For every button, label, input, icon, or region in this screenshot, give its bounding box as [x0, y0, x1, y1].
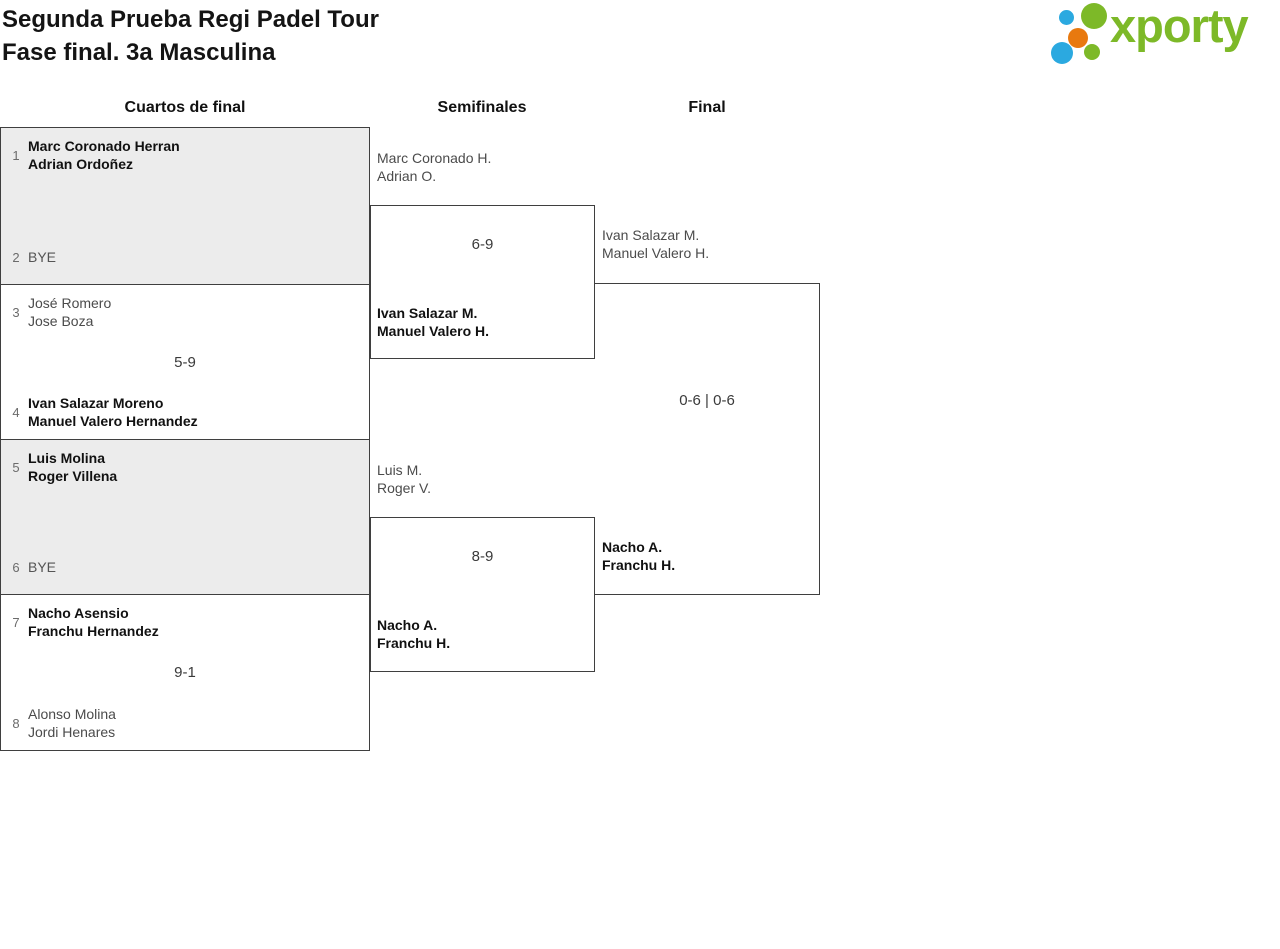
player-name: Nacho A. [602, 539, 663, 555]
team-players: Nacho A. Franchu H. [602, 538, 675, 574]
team-entry: 8 Alonso Molina Jordi Henares [9, 705, 361, 741]
player-name: Franchu Hernandez [28, 623, 159, 639]
player-name: Nacho A. [377, 617, 438, 633]
player-name: Marc Coronado Herran [28, 138, 180, 154]
player-name: Marc Coronado H. [377, 150, 492, 166]
logo-dot-icon [1051, 42, 1073, 64]
logo-wordmark: xporty [1110, 0, 1249, 52]
match-score [9, 173, 361, 239]
seed-number: 8 [12, 715, 20, 731]
team-players: Luis Molina Roger Villena [28, 449, 117, 485]
match-score: 0-6 | 0-6 [679, 392, 735, 409]
team-players: Luis M. Roger V. [377, 461, 431, 497]
player-name: Roger V. [377, 480, 431, 496]
team-entry: 2 BYE [9, 239, 361, 275]
match-final-box [594, 283, 820, 595]
team-players: Alonso Molina Jordi Henares [28, 705, 116, 741]
xporty-logo[interactable]: xporty [1048, 0, 1273, 68]
player-name: Adrian O. [377, 168, 437, 184]
player-name: Jose Boza [28, 313, 94, 329]
player-name: Roger Villena [28, 468, 118, 484]
seed-number: 7 [12, 614, 20, 630]
seed-number: 3 [12, 304, 20, 320]
match-score: 8-9 [471, 548, 494, 565]
team-players: Nacho Asensio Franchu Hernandez [28, 604, 159, 640]
team-players: Marc Coronado H. Adrian O. [377, 149, 491, 185]
player-name: Ivan Salazar Moreno [28, 395, 164, 411]
match-semifinal-1-box [370, 205, 595, 359]
match-score: 6-9 [471, 236, 494, 253]
team-entry: 1 Marc Coronado Herran Adrian Ordoñez [9, 137, 361, 173]
seed-number: 5 [12, 459, 20, 475]
round-header-final: Final [688, 99, 726, 116]
team-entry: 6 BYE [9, 549, 361, 585]
player-name: Adrian Ordoñez [28, 156, 134, 172]
player-name: Ivan Salazar M. [377, 305, 478, 321]
seed-number: 2 [12, 249, 20, 265]
seed-number: 6 [12, 559, 20, 575]
team-entry: 5 Luis Molina Roger Villena [9, 449, 361, 485]
player-name: Jordi Henares [28, 724, 116, 740]
match-score [9, 485, 361, 549]
player-name: Manuel Valero H. [602, 245, 710, 261]
bye-label: BYE [28, 249, 57, 265]
team-players: BYE [28, 239, 56, 275]
team-entry: 4 Ivan Salazar Moreno Manuel Valero Hern… [9, 394, 361, 430]
logo-dot-icon [1081, 3, 1107, 29]
team-players: Marc Coronado Herran Adrian Ordoñez [28, 137, 180, 173]
logo-dot-icon [1068, 28, 1088, 48]
team-players: Ivan Salazar M. Manuel Valero H. [377, 304, 489, 340]
tournament-name: Segunda Prueba Regi Padel Tour [2, 6, 379, 33]
team-players: Ivan Salazar Moreno Manuel Valero Hernan… [28, 394, 198, 430]
seed-number: 1 [12, 147, 20, 163]
seed-number: 4 [12, 404, 20, 420]
player-name: Alonso Molina [28, 706, 116, 722]
player-name: Luis M. [377, 462, 423, 478]
player-name: Ivan Salazar M. [602, 227, 700, 243]
match-quarterfinal-3: 5 Luis Molina Roger Villena 6 BYE [0, 439, 370, 595]
player-name: Luis Molina [28, 450, 105, 466]
match-score: 9-1 [174, 664, 196, 681]
player-name: Franchu H. [377, 635, 451, 651]
team-players: BYE [28, 549, 56, 585]
team-players: Nacho A. Franchu H. [377, 616, 450, 652]
logo-dot-icon [1084, 44, 1100, 60]
round-header-semifinals: Semifinales [437, 99, 527, 116]
team-players: José Romero Jose Boza [28, 294, 111, 330]
page-title: Segunda Prueba Regi Padel Tour Fase fina… [2, 3, 379, 69]
team-players: Ivan Salazar M. Manuel Valero H. [602, 226, 709, 262]
match-quarterfinal-2: 3 José Romero Jose Boza 5-9 4 Ivan Salaz… [0, 284, 370, 440]
player-name: Franchu H. [602, 557, 676, 573]
player-name: José Romero [28, 295, 112, 311]
player-name: Manuel Valero H. [377, 323, 490, 339]
bye-label: BYE [28, 559, 57, 575]
match-score: 5-9 [174, 353, 196, 371]
phase-category: Fase final. 3a Masculina [2, 39, 276, 66]
logo-dot-icon [1059, 10, 1074, 25]
team-entry: 7 Nacho Asensio Franchu Hernandez [9, 604, 361, 640]
player-name: Nacho Asensio [28, 605, 129, 621]
match-quarterfinal-1: 1 Marc Coronado Herran Adrian Ordoñez 2 … [0, 127, 370, 285]
team-entry: 3 José Romero Jose Boza [9, 294, 361, 330]
round-header-quarterfinals: Cuartos de final [124, 99, 246, 116]
player-name: Manuel Valero Hernandez [28, 413, 198, 429]
match-quarterfinal-4: 7 Nacho Asensio Franchu Hernandez 9-1 8 … [0, 594, 370, 751]
